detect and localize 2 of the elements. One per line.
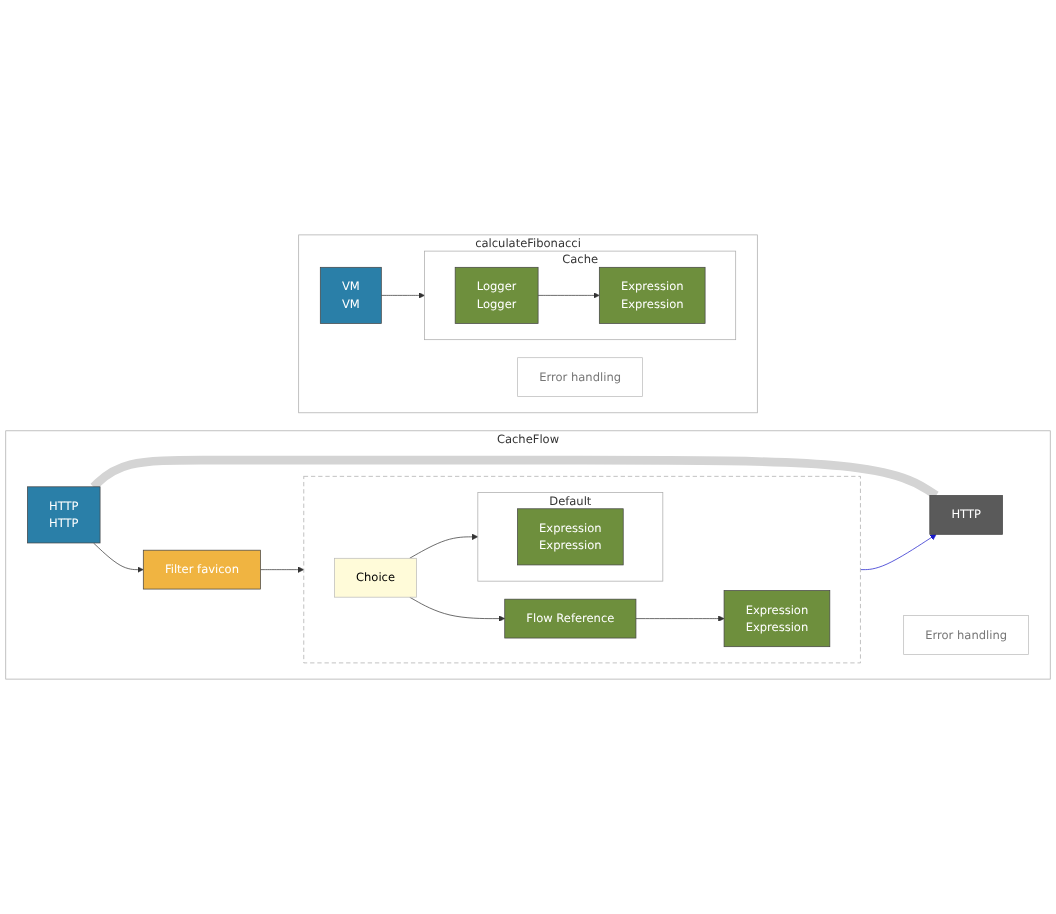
- cluster: [303, 476, 861, 664]
- connector: [90, 455, 939, 500]
